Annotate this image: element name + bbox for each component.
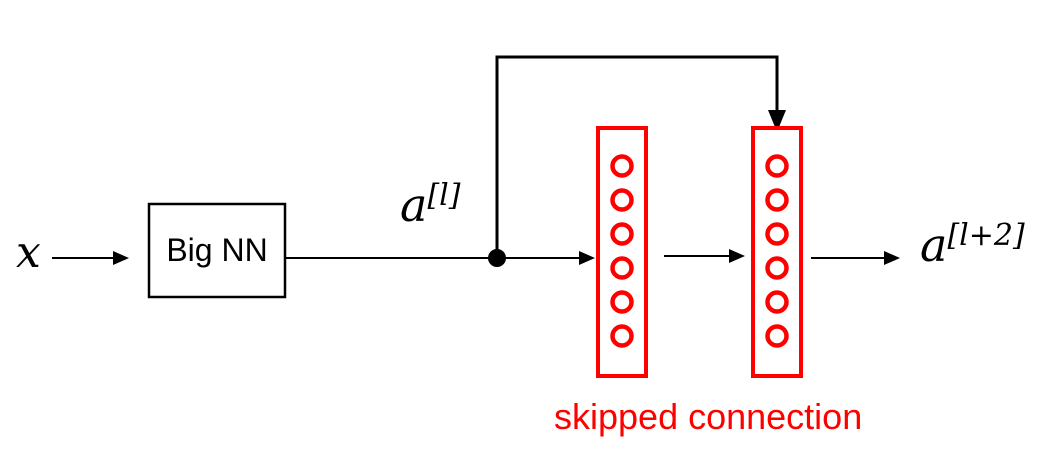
- output-label: a[l+2]: [920, 221, 1025, 269]
- neuron: [610, 154, 634, 178]
- skip-connection-wire: [495, 55, 786, 258]
- layer-1-neurons: [610, 154, 634, 348]
- neuron: [610, 222, 634, 246]
- neuron: [610, 290, 634, 314]
- neuron: [765, 222, 789, 246]
- neuron: [765, 290, 789, 314]
- neuron: [610, 256, 634, 280]
- activation-arrow: [285, 249, 595, 267]
- output-base: a: [920, 218, 948, 272]
- neuron: [610, 324, 634, 348]
- layer-1: [596, 126, 648, 378]
- activation-base: a: [400, 178, 428, 232]
- neuron: [765, 256, 789, 280]
- output-arrow: [811, 251, 900, 265]
- layer-2: [751, 126, 803, 378]
- neuron: [765, 324, 789, 348]
- layer-2-neurons: [765, 154, 789, 348]
- big-nn-label: Big NN: [166, 232, 268, 268]
- activation-label: a[l]: [400, 181, 460, 229]
- output-superscript: [l+2]: [947, 218, 1025, 253]
- big-nn-box: [147, 202, 287, 299]
- mid-arrow: [664, 249, 745, 263]
- neuron: [765, 154, 789, 178]
- skip-connection-caption: skipped connection: [554, 396, 863, 437]
- input-label: x: [16, 227, 41, 278]
- neuron: [610, 188, 634, 212]
- activation-superscript: [l]: [427, 178, 461, 213]
- neuron: [765, 188, 789, 212]
- input-arrow: [52, 251, 129, 265]
